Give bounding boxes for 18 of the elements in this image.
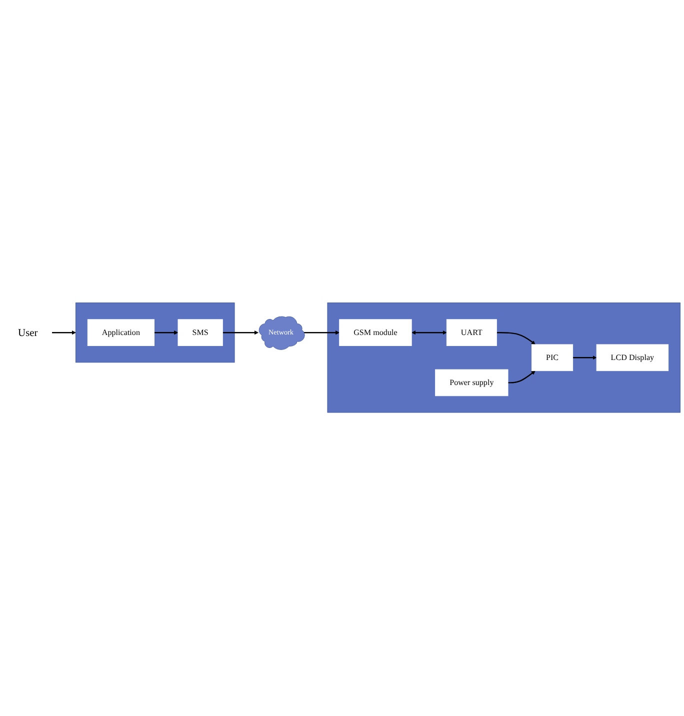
arrow (52, 330, 76, 336)
node-box: SMS (178, 320, 223, 346)
node-box: UART (446, 320, 497, 346)
arrow (496, 332, 536, 345)
node-box: Power supply (435, 370, 508, 396)
node-box: GSM module (339, 320, 412, 346)
node-box: Application (87, 320, 154, 346)
node-text: User (18, 327, 38, 339)
cluster (76, 302, 235, 363)
arrow (572, 356, 597, 360)
arrow (304, 330, 340, 336)
node-box: LCD Display (596, 344, 669, 372)
arrow (154, 330, 178, 336)
arrow (508, 370, 536, 384)
cluster (327, 302, 680, 414)
node-box: PIC (532, 344, 574, 372)
arrow (222, 330, 258, 336)
arrow (412, 330, 447, 336)
